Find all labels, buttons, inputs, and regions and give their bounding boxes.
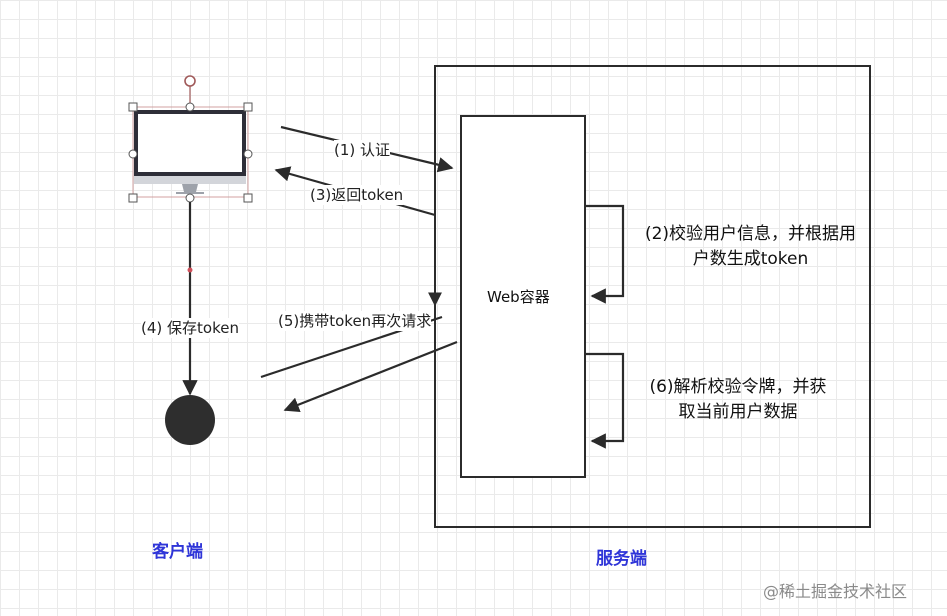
label-parse-line-2: 取当前用户数据 <box>678 402 798 422</box>
label-auth: (1) 认证 <box>334 140 391 160</box>
watermark: @稀土掘金技术社区 <box>763 582 908 601</box>
loop-verify-user[interactable] <box>585 204 625 304</box>
label-save-token: (4) 保存token <box>141 318 239 338</box>
edge-waypoint-dot <box>187 267 193 273</box>
loop-parse-token[interactable] <box>585 352 625 449</box>
label-carry-token: (5)携带token再次请求 <box>278 311 432 331</box>
label-return-token: (3)返回token <box>310 185 404 205</box>
label-web-container: Web容器 <box>487 288 550 306</box>
label-verify-user: (2)校验用户信息，并根据用 户数生成token <box>628 222 873 272</box>
filled-circle-icon[interactable] <box>165 395 215 445</box>
label-verify-line-2: 户数生成token <box>692 249 809 269</box>
label-parse-line-1: (6)解析校验令牌，并获 <box>649 377 827 397</box>
monitor-icon[interactable] <box>128 75 253 203</box>
label-parse-token: (6)解析校验令牌，并获 取当前用户数据 <box>628 375 848 425</box>
zone-label-client: 客户端 <box>152 542 203 562</box>
zone-label-server: 服务端 <box>596 549 647 569</box>
label-verify-line-1: (2)校验用户信息，并根据用 <box>644 224 857 244</box>
arrow-response-data[interactable] <box>283 340 458 413</box>
web-container-box[interactable] <box>460 115 586 478</box>
